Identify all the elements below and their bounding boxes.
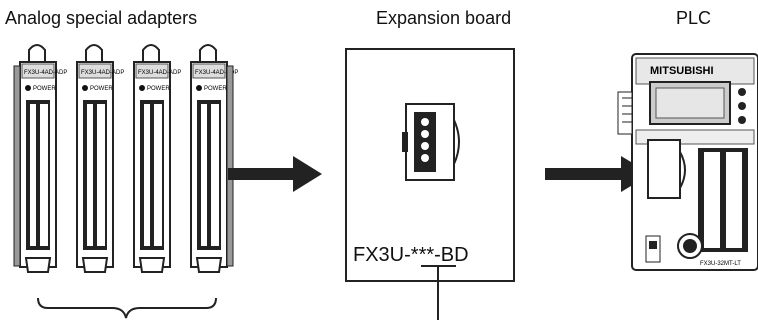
adapter-4-power: POWER xyxy=(204,86,227,92)
adapter-2-power: POWER xyxy=(90,86,113,92)
power-led-icon xyxy=(25,85,31,91)
plc-label: PLC xyxy=(676,8,712,28)
adapter-3-power: POWER xyxy=(147,86,170,92)
power-led-icon xyxy=(196,85,202,91)
board-model-label: FX3U-***-BD xyxy=(353,244,469,266)
plc-illustration: MITSUBISHI FX3U-32MT-LT xyxy=(617,53,758,271)
adapters-bracket xyxy=(37,297,217,319)
adapter-1-power: POWER xyxy=(33,86,56,92)
board-connector xyxy=(402,103,460,181)
adapter-4: FX3U-4AD-ADP POWER xyxy=(190,44,238,273)
adapter-4-model: FX3U-4AD-ADP xyxy=(195,70,238,76)
adapter-3-model: FX3U-4AD-ADP xyxy=(138,70,181,76)
adapters-illustration: FX3U-4AD-ADP POWER FX3U-4AD-ADP POWER xyxy=(13,44,238,273)
expansion-board-label: Expansion board xyxy=(376,8,512,28)
power-led-icon xyxy=(82,85,88,91)
adapter-3: FX3U-4AD-ADP POWER xyxy=(133,44,181,273)
adapters-label: Analog special adapters xyxy=(5,8,198,28)
plc-model: FX3U-32MT-LT xyxy=(700,261,741,267)
adapter-2: FX3U-4AD-ADP POWER xyxy=(76,44,124,273)
adapter-2-model: FX3U-4AD-ADP xyxy=(81,70,124,76)
arrow-icon xyxy=(228,156,322,192)
power-led-icon xyxy=(139,85,145,91)
adapter-1: FX3U-4AD-ADP POWER xyxy=(19,44,67,273)
plc-brand: MITSUBISHI xyxy=(650,65,714,77)
adapter-1-model: FX3U-4AD-ADP xyxy=(24,70,67,76)
